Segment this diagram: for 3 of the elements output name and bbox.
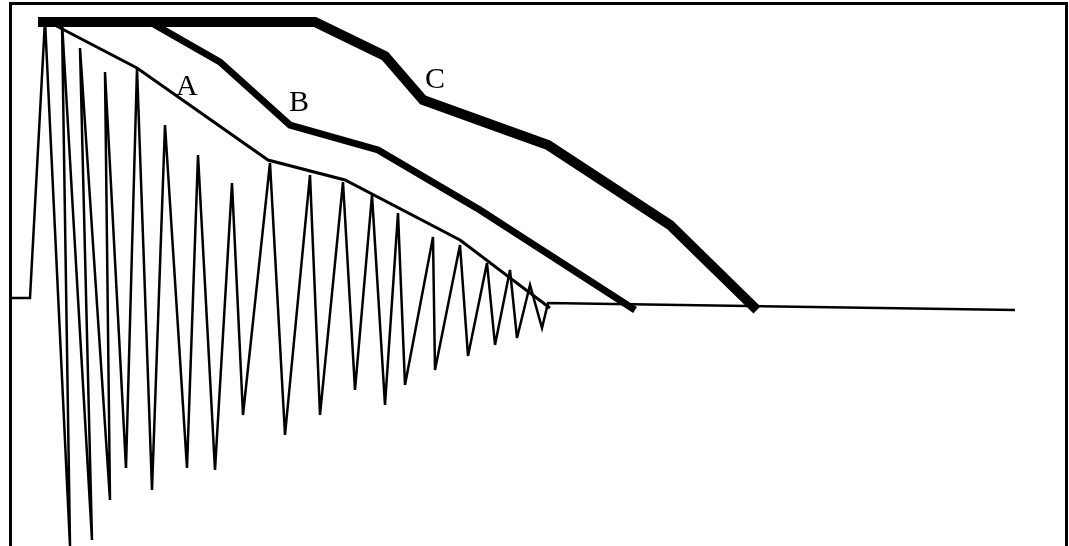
curve-label: B xyxy=(289,86,309,116)
curve-label: A xyxy=(176,70,198,100)
curve-label: C xyxy=(425,63,445,93)
